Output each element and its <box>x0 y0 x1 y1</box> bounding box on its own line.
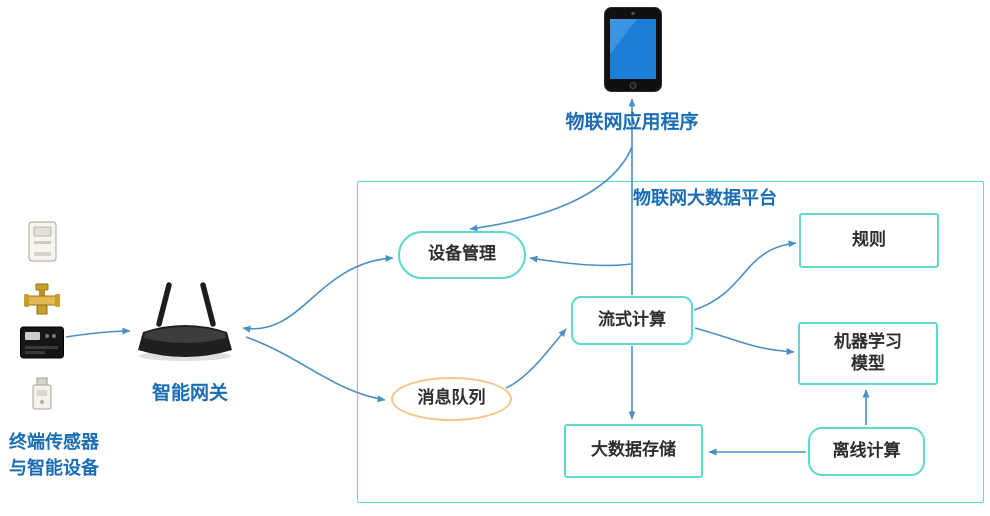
controller-device-icon <box>20 326 64 359</box>
node-big-data-storage: 大数据存储 <box>564 424 703 478</box>
valve-meter-icon <box>24 283 60 315</box>
endpoint-label: 终端传感器 与智能设备 <box>0 430 108 482</box>
node-device-management: 设备管理 <box>398 231 526 279</box>
node-message-queue: 消息队列 <box>391 377 512 421</box>
node-rules-label: 规则 <box>852 229 886 250</box>
node-stream-computing-label: 流式计算 <box>598 309 666 330</box>
endpoint-label-line2: 与智能设备 <box>9 458 99 480</box>
node-offline-computing: 离线计算 <box>808 427 925 476</box>
node-ml-model: 机器学习 模型 <box>798 322 938 385</box>
endpoint-label-line1: 终端传感器 <box>9 432 99 453</box>
node-ml-model-line1: 机器学习 <box>834 332 902 353</box>
node-ml-model-line2: 模型 <box>851 353 885 374</box>
card-reader-sensor-icon <box>28 221 57 262</box>
small-sensor-icon <box>32 377 52 410</box>
tablet-device-icon <box>604 7 662 92</box>
wireless-router-icon <box>138 282 232 361</box>
node-stream-computing: 流式计算 <box>571 296 693 345</box>
arrow-sensors-to-gateway <box>65 327 131 338</box>
node-big-data-storage-label: 大数据存储 <box>591 440 676 461</box>
platform-title: 物联网大数据平台 <box>633 188 777 209</box>
node-rules: 规则 <box>799 213 939 268</box>
node-device-management-label: 设备管理 <box>428 244 496 265</box>
node-offline-computing-label: 离线计算 <box>832 440 901 461</box>
gateway-label: 智能网关 <box>151 382 228 404</box>
node-message-queue-label: 消息队列 <box>417 388 486 409</box>
app-label: 物联网应用程序 <box>565 111 699 133</box>
